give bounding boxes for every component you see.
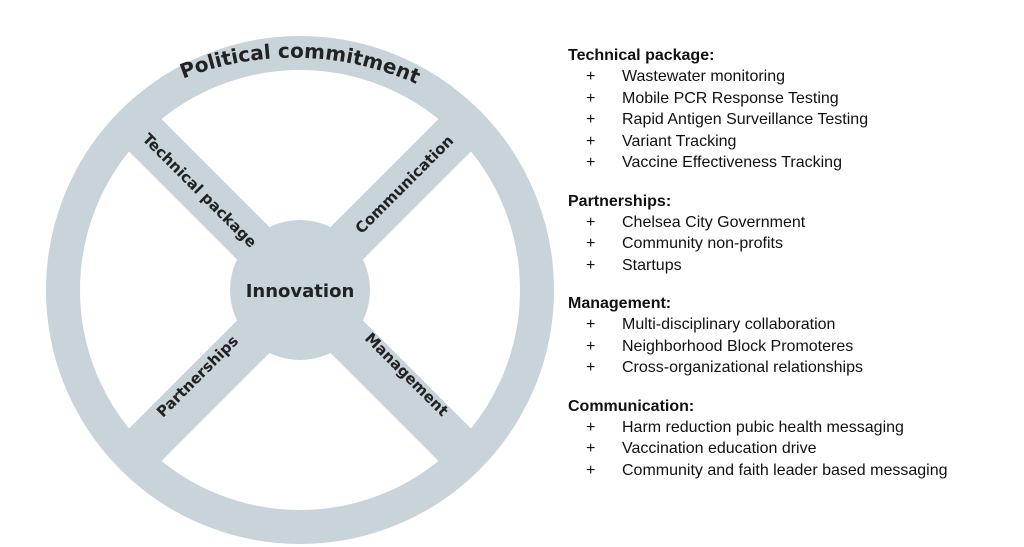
spoke-label-upper-left: Technical package	[139, 130, 261, 252]
plus-bullet: +	[586, 256, 596, 274]
plus-bullet: +	[586, 213, 596, 231]
item-text: Vaccine Effectiveness Tracking	[622, 154, 842, 171]
list-item: + Chelsea City Government	[568, 212, 1018, 234]
hub	[230, 220, 370, 360]
section-title: Communication:	[568, 397, 695, 415]
plus-bullet: +	[586, 359, 596, 376]
plus-bullet: +	[586, 461, 596, 479]
item-text: Chelsea City Government	[622, 213, 806, 231]
section-title: Partnerships:	[568, 192, 672, 210]
plus-bullet: +	[586, 418, 596, 436]
hub-label: Innovation	[246, 281, 355, 302]
list-item: + Mobile PCR Response Testing	[568, 88, 1018, 110]
section-technical-package: Technical package: + Wastewater monitorin…	[568, 46, 1018, 174]
list-item: + Multi-disciplinary collaboration	[568, 314, 1018, 336]
plus-bullet: +	[586, 132, 596, 150]
section-management: Management: + Multi-disciplinary collabor…	[568, 294, 1018, 379]
list-item: + Vaccination education drive	[568, 438, 1018, 460]
section-title: Technical package:	[568, 47, 715, 64]
item-list: + Multi-disciplinary collaboration + Neigh…	[568, 314, 1018, 379]
plus-bullet: +	[586, 316, 596, 333]
item-text: Startups	[622, 256, 682, 274]
plus-bullet: +	[586, 111, 596, 128]
item-text: Harm reduction pubic health messaging	[622, 418, 904, 436]
item-text: Vaccination education drive	[622, 440, 817, 457]
item-list: + Chelsea City Government + Community non-…	[568, 212, 1018, 277]
item-text: Cross-organizational relationships	[622, 359, 864, 376]
plus-bullet: +	[586, 154, 596, 171]
item-text: Community non-profits	[622, 235, 783, 252]
plus-bullet: +	[586, 235, 596, 252]
list-item: + Community and faith leader based messag…	[568, 460, 1018, 482]
item-text: Neighborhood Block Promoteres	[622, 337, 854, 355]
item-text: Community and faith leader based messagi…	[622, 461, 948, 479]
item-text: Variant Tracking	[622, 132, 737, 150]
component-lists: Technical package: + Wastewater monitorin…	[568, 46, 1018, 499]
plus-bullet: +	[586, 440, 596, 457]
list-item: + Harm reduction pubic health messaging	[568, 417, 1018, 439]
plus-bullet: +	[586, 89, 596, 107]
section-communication: Communication: + Harm reduction pubic hea…	[568, 397, 1018, 482]
section-partnerships: Partnerships: + Chelsea City Government +…	[568, 192, 1018, 277]
item-list: + Harm reduction pubic health messaging +…	[568, 417, 1018, 482]
list-item: + Cross-organizational relationships	[568, 357, 1018, 379]
item-text: Rapid Antigen Surveillance Testing	[622, 111, 869, 128]
list-item: + Rapid Antigen Surveillance Testing	[568, 109, 1018, 131]
plus-bullet: +	[586, 337, 596, 355]
section-title: Management:	[568, 295, 672, 312]
item-text: Multi-disciplinary collaboration	[622, 316, 836, 333]
outer-rim	[46, 36, 554, 544]
item-text: Wastewater monitoring	[622, 68, 786, 85]
spoke-label-upper-right: Communication	[352, 132, 458, 238]
list-item: + Vaccine Effectiveness Tracking	[568, 152, 1018, 174]
list-item: + Wastewater monitoring	[568, 66, 1018, 88]
list-item: + Variant Tracking	[568, 131, 1018, 153]
plus-bullet: +	[586, 68, 596, 85]
item-list: + Wastewater monitoring + Mobile PCR Respo…	[568, 66, 1018, 174]
wheel-diagram: Political commitment Innovation Technica…	[46, 36, 554, 544]
item-text: Mobile PCR Response Testing	[622, 89, 839, 107]
list-item: + Community non-profits	[568, 233, 1018, 255]
list-item: + Startups	[568, 255, 1018, 277]
list-item: + Neighborhood Block Promoteres	[568, 336, 1018, 358]
